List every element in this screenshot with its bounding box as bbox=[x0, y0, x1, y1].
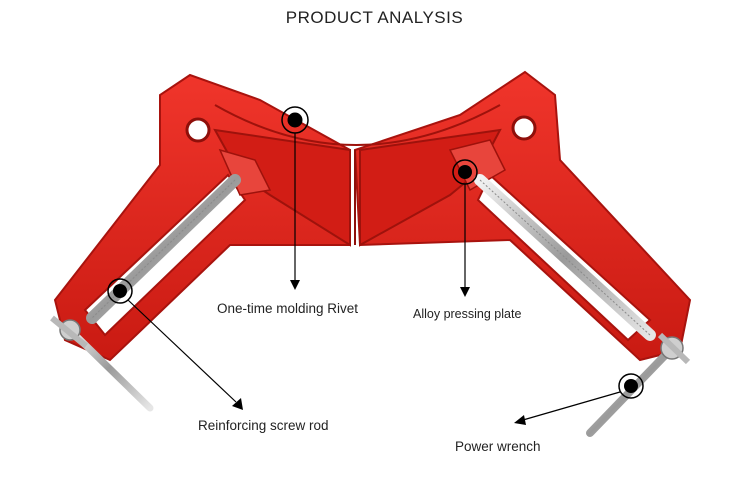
callout-plate-label: Alloy pressing plate bbox=[413, 307, 522, 321]
right-clamp-arm bbox=[353, 70, 692, 362]
marker-wrench bbox=[514, 373, 644, 425]
callout-wrench-label: Power wrench bbox=[455, 439, 541, 454]
callout-rivet-label: One-time molding Rivet bbox=[217, 301, 359, 316]
marker-rod bbox=[107, 278, 243, 410]
marker-plate bbox=[452, 159, 478, 297]
marker-rivet bbox=[281, 106, 309, 290]
left-clamp-arm bbox=[53, 73, 351, 362]
left-handle bbox=[50, 315, 154, 412]
callout-rod-label: Reinforcing screw rod bbox=[198, 418, 329, 433]
page-title: PRODUCT ANALYSIS bbox=[285, 8, 464, 27]
